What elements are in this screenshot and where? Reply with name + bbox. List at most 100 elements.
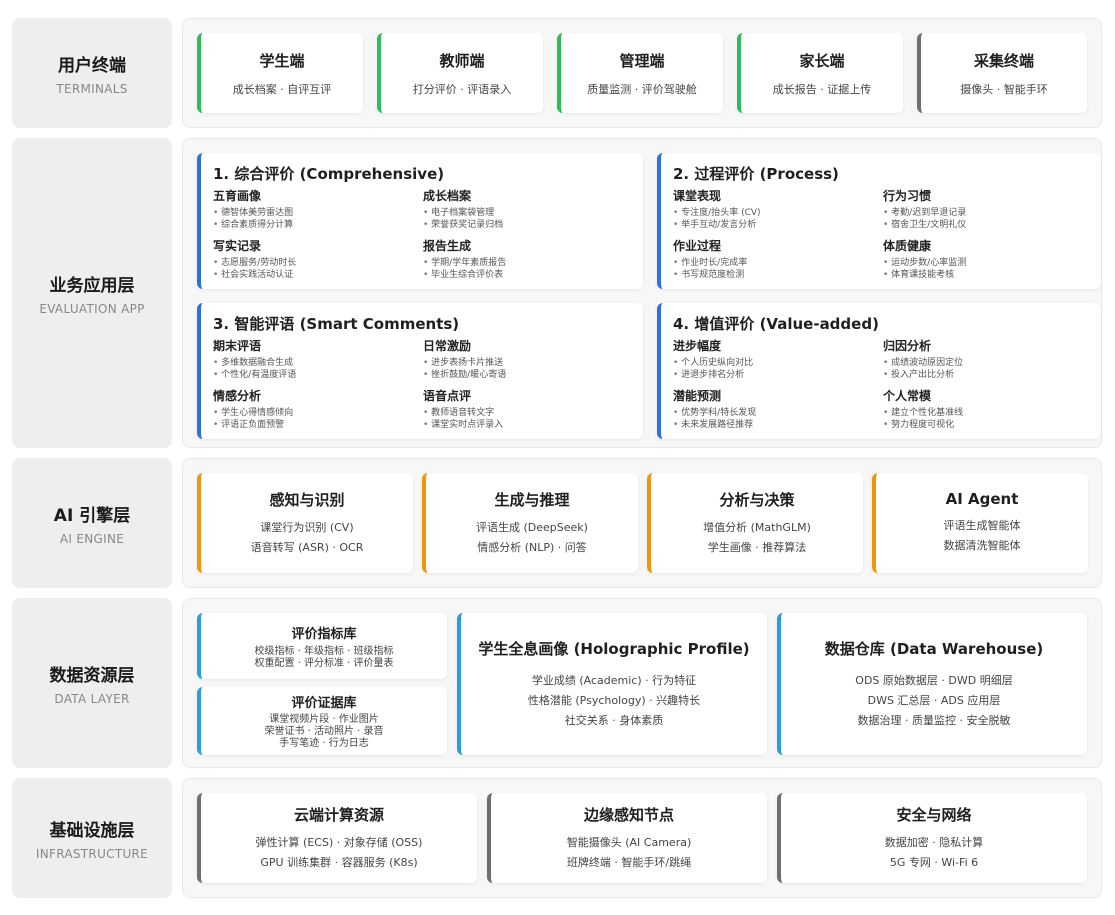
- sub-title: 课堂表现: [673, 189, 722, 203]
- sub-item: 教师语音转文字: [423, 407, 623, 419]
- layer-subtitle: TERMINALS: [56, 81, 128, 96]
- sub-item: 进退步排名分析: [673, 369, 873, 381]
- sub-title: 情感分析: [213, 389, 262, 403]
- sub-item: 课堂实时点评录入: [423, 419, 623, 431]
- sub-card: 进步幅度 个人历史纵向对比 进退步排名分析: [673, 337, 873, 381]
- terminal-card-student[interactable]: 学生端 成长档案 · 自评互评: [197, 33, 363, 113]
- sub-item: 成绩波动原因定位: [883, 357, 1083, 369]
- terminal-card-collector[interactable]: 采集终端 摄像头 · 智能手环: [917, 33, 1087, 113]
- sub-title: 进步幅度: [673, 339, 722, 353]
- module-smart-comments[interactable]: 3. 智能评语 (Smart Comments) 期末评语 多维数据融合生成 个…: [197, 303, 643, 439]
- card-line: 智能摄像头 (AI Camera): [566, 835, 692, 849]
- module-title: 2. 过程评价 (Process): [673, 165, 839, 183]
- sub-item: 社会实践活动认证: [213, 269, 413, 281]
- sub-card: 五育画像 德智体美劳雷达图 综合素质得分计算: [213, 187, 413, 231]
- sub-title: 体质健康: [883, 239, 932, 253]
- holographic-profile-card[interactable]: 学生全息画像 (Holographic Profile) 学业成绩 (Acade…: [457, 613, 767, 755]
- sub-item: 多维数据融合生成: [213, 357, 413, 369]
- card-line: 权重配置 · 评分标准 · 评价量表: [254, 657, 394, 669]
- terminals-panel: 学生端 成长档案 · 自评互评 教师端 打分评价 · 评语录入 管理端 质量监测…: [182, 18, 1102, 128]
- engine-card-agent[interactable]: AI Agent 评语生成智能体 数据清洗智能体: [872, 473, 1088, 573]
- sub-title: 个人常模: [883, 389, 932, 403]
- sub-title: 成长档案: [423, 189, 472, 203]
- sub-card: 归因分析 成绩波动原因定位 投入产出比分析: [883, 337, 1083, 381]
- data-layer-label: 数据资源层 DATA LAYER: [12, 598, 172, 768]
- layer-title: AI 引擎层: [53, 505, 131, 526]
- card-title: 采集终端: [973, 51, 1034, 70]
- card-line: 班牌终端 · 智能手环/跳绳: [566, 855, 692, 869]
- card-line: 学业成绩 (Academic) · 行为特征: [531, 673, 697, 687]
- sub-item: 建立个性化基准线: [883, 407, 1083, 419]
- sub-item: 未来发展路径推荐: [673, 419, 873, 431]
- sub-item: 德智体美劳雷达图: [213, 207, 413, 219]
- sub-item: 志愿服务/劳动时长: [213, 257, 413, 269]
- sub-card: 成长档案 电子档案袋管理 荣誉获奖记录归档: [423, 187, 623, 231]
- sub-card: 个人常模 建立个性化基准线 努力程度可视化: [883, 387, 1083, 431]
- sub-card: 课堂表现 专注度/抬头率 (CV) 举手互动/发言分析: [673, 187, 873, 231]
- sub-card: 潜能预测 优势学科/特长发现 未来发展路径推荐: [673, 387, 873, 431]
- sub-item: 挫折鼓励/暖心寄语: [423, 369, 623, 381]
- card-line: 评语生成 (DeepSeek): [476, 520, 588, 534]
- card-line: 数据治理 · 质量监控 · 安全脱敏: [857, 713, 1011, 727]
- layer-title: 数据资源层: [49, 665, 135, 686]
- layer-subtitle: INFRASTRUCTURE: [35, 846, 149, 861]
- evidence-library-card[interactable]: 评价证据库 课堂视频片段 · 作业图片 荣誉证书 · 活动照片 · 录音 手写笔…: [197, 687, 447, 755]
- terminal-card-teacher[interactable]: 教师端 打分评价 · 评语录入: [377, 33, 543, 113]
- sub-item: 考勤/迟到早退记录: [883, 207, 1083, 219]
- data-warehouse-card[interactable]: 数据仓库 (Data Warehouse) ODS 原始数据层 · DWD 明细…: [777, 613, 1087, 755]
- edge-node-card[interactable]: 边缘感知节点 智能摄像头 (AI Camera) 班牌终端 · 智能手环/跳绳: [487, 793, 767, 883]
- sub-title: 语音点评: [423, 389, 472, 403]
- card-subtitle: 成长档案 · 自评互评: [232, 82, 332, 96]
- card-title: 家长端: [799, 51, 845, 70]
- engine-panel: 感知与识别 课堂行为识别 (CV) 语音转写 (ASR) · OCR 生成与推理…: [182, 458, 1102, 588]
- terminal-card-admin[interactable]: 管理端 质量监测 · 评价驾驶舱: [557, 33, 723, 113]
- card-line: 性格潜能 (Psychology) · 兴趣特长: [527, 693, 701, 707]
- card-title: 云端计算资源: [293, 805, 384, 824]
- sub-item: 学生心得情感倾向: [213, 407, 413, 419]
- sub-title: 作业过程: [673, 239, 722, 253]
- module-comprehensive[interactable]: 1. 综合评价 (Comprehensive) 五育画像 德智体美劳雷达图 综合…: [197, 153, 643, 289]
- indicator-library-card[interactable]: 评价指标库 校级指标 · 年级指标 · 班级指标 权重配置 · 评分标准 · 评…: [197, 613, 447, 679]
- security-network-card[interactable]: 安全与网络 数据加密 · 隐私计算 5G 专网 · Wi-Fi 6: [777, 793, 1087, 883]
- card-subtitle: 打分评价 · 评语录入: [412, 82, 512, 96]
- sub-item: 专注度/抬头率 (CV): [673, 207, 873, 219]
- engine-card-analysis[interactable]: 分析与决策 增值分析 (MathGLM) 学生画像 · 推荐算法: [647, 473, 863, 573]
- evaluation-panel: 1. 综合评价 (Comprehensive) 五育画像 德智体美劳雷达图 综合…: [182, 138, 1102, 448]
- sub-item: 综合素质得分计算: [213, 219, 413, 231]
- sub-card: 情感分析 学生心得情感倾向 评语正负面预警: [213, 387, 413, 431]
- sub-card: 日常激励 进步表扬卡片推送 挫折鼓励/暖心寄语: [423, 337, 623, 381]
- card-title: 感知与识别: [269, 490, 345, 509]
- sub-title: 日常激励: [423, 339, 472, 353]
- card-subtitle: 成长报告 · 证据上传: [772, 82, 872, 96]
- card-line: 荣誉证书 · 活动照片 · 录音: [264, 726, 384, 737]
- sub-item: 评语正负面预警: [213, 419, 413, 431]
- module-value-added[interactable]: 4. 增值评价 (Value-added) 进步幅度 个人历史纵向对比 进退步排…: [657, 303, 1101, 439]
- card-line: 语音转写 (ASR) · OCR: [250, 540, 364, 554]
- module-process[interactable]: 2. 过程评价 (Process) 课堂表现 专注度/抬头率 (CV) 举手互动…: [657, 153, 1101, 289]
- card-title: 数据仓库 (Data Warehouse): [824, 639, 1044, 658]
- card-title: 生成与推理: [494, 490, 570, 509]
- sub-title: 潜能预测: [673, 389, 722, 403]
- engine-card-generation[interactable]: 生成与推理 评语生成 (DeepSeek) 情感分析 (NLP) · 问答: [422, 473, 638, 573]
- sub-title: 五育画像: [213, 189, 262, 203]
- sub-item: 举手互动/发言分析: [673, 219, 873, 231]
- sub-card: 报告生成 学期/学年素质报告 毕业生综合评价表: [423, 237, 623, 281]
- sub-item: 宿舍卫生/文明礼仪: [883, 219, 1083, 231]
- cloud-compute-card[interactable]: 云端计算资源 弹性计算 (ECS) · 对象存储 (OSS) GPU 训练集群 …: [197, 793, 477, 883]
- engine-card-perception[interactable]: 感知与识别 课堂行为识别 (CV) 语音转写 (ASR) · OCR: [197, 473, 413, 573]
- sub-item: 优势学科/特长发现: [673, 407, 873, 419]
- module-title: 3. 智能评语 (Smart Comments): [213, 315, 460, 333]
- sub-item: 书写规范度检测: [673, 269, 873, 281]
- card-line: DWS 汇总层 · ADS 应用层: [867, 693, 1001, 707]
- terminal-card-parent[interactable]: 家长端 成长报告 · 证据上传: [737, 33, 903, 113]
- card-line: 数据加密 · 隐私计算: [884, 835, 984, 849]
- layer-title: 用户终端: [58, 55, 126, 76]
- sub-card: 写实记录 志愿服务/劳动时长 社会实践活动认证: [213, 237, 413, 281]
- sub-item: 体育课技能考核: [883, 269, 1083, 281]
- sub-item: 努力程度可视化: [883, 419, 1083, 431]
- infra-panel: 云端计算资源 弹性计算 (ECS) · 对象存储 (OSS) GPU 训练集群 …: [182, 778, 1102, 898]
- card-line: 社交关系 · 身体素质: [564, 713, 664, 727]
- engine-layer-label: AI 引擎层 AI ENGINE: [12, 458, 172, 588]
- data-panel: 评价指标库 校级指标 · 年级指标 · 班级指标 权重配置 · 评分标准 · 评…: [182, 598, 1102, 768]
- evaluation-layer-label: 业务应用层 EVALUATION APP: [12, 138, 172, 448]
